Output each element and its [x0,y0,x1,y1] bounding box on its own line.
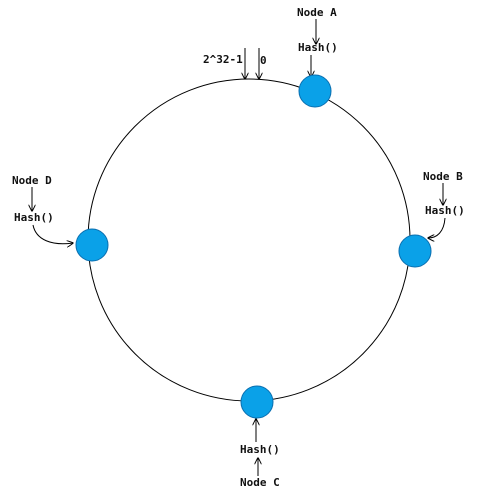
node-b-group: Node B Hash() [398,170,465,268]
node-b-label: Node B [423,170,463,183]
node-d-hash-to-ring-arrow [32,224,73,244]
node-a-label: Node A [297,6,337,19]
node-c-hash-label: Hash() [240,443,280,456]
node-a-hash-label: Hash() [298,41,338,54]
node-a-group: Node A Hash() [297,6,338,108]
node-d-group: Node D Hash() [12,174,109,262]
node-b-hash-label: Hash() [425,204,465,217]
node-a-marker [298,74,332,108]
hash-ring [87,78,411,402]
node-d-marker [75,228,109,262]
node-d-label: Node D [12,174,52,187]
node-d-hash-label: Hash() [14,211,54,224]
ring-max-label: 2^32-1 [203,53,243,66]
node-b-marker [398,234,432,268]
node-b-hash-to-ring-arrow [428,217,446,238]
node-c-marker [240,385,274,419]
node-c-label: Node C [240,476,280,489]
node-c-group: Hash() Node C [240,385,280,489]
ring-origin-markers: 2^32-1 0 [203,48,267,79]
ring-zero-label: 0 [260,54,267,67]
